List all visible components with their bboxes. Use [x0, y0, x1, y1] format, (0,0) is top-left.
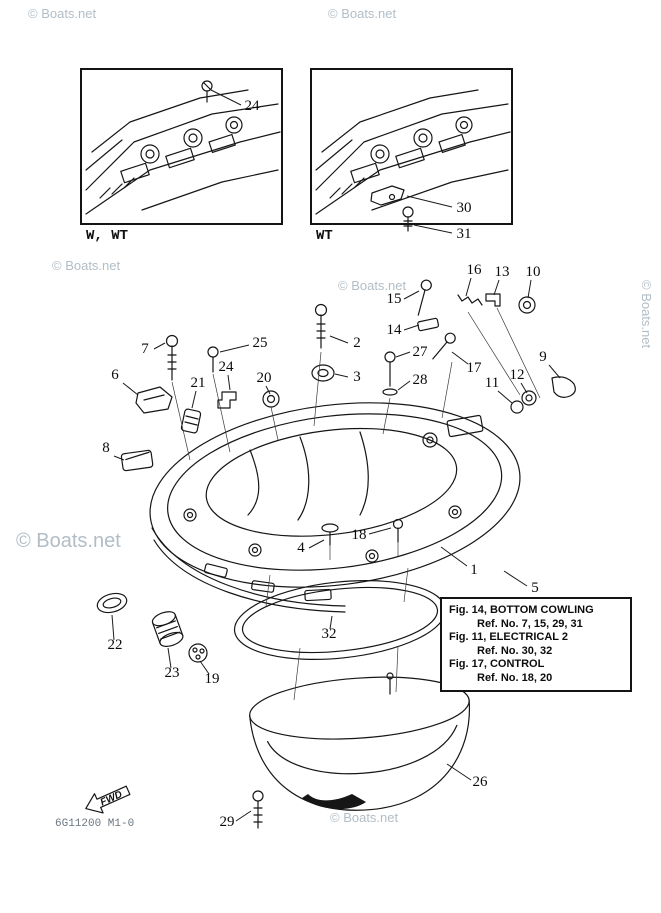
watermark: © Boats.net — [28, 6, 97, 21]
callout-12: 12 — [510, 367, 525, 383]
callout-16: 16 — [467, 262, 483, 278]
ref-line-fig17-refs: Ref. No. 18, 20 — [477, 671, 553, 684]
watermark: © Boats.net — [328, 6, 397, 21]
ref-line-fig14-refs: Ref. No. 7, 15, 29, 31 — [477, 617, 583, 630]
inset-box-w-wt — [80, 68, 283, 225]
leader-line-21 — [191, 390, 197, 409]
callout-29: 29 — [220, 814, 235, 830]
leader-line-5 — [503, 570, 528, 587]
ref-line-fig14: Fig. 14, BOTTOM COWLING — [449, 604, 594, 616]
inset-label-w-wt: W, WT — [86, 228, 129, 244]
callout-22: 22 — [108, 637, 123, 653]
callout-23: 23 — [165, 665, 180, 681]
callout-4: 4 — [297, 540, 305, 556]
leader-line-31 — [413, 224, 453, 234]
leader-line-23 — [167, 647, 172, 669]
watermark: © Boats.net — [52, 258, 121, 273]
figure-reference-box: Fig. 14, BOTTOM COWLING Ref. No. 7, 15, … — [440, 597, 632, 692]
main-art-group: FWD — [85, 279, 576, 829]
leader-line-4 — [308, 539, 325, 549]
ref-line-fig11: Fig. 11, ELECTRICAL 2 — [449, 631, 568, 643]
leader-line-10 — [527, 279, 532, 299]
leader-line-27 — [395, 351, 411, 358]
fwd-arrow: FWD — [85, 785, 131, 814]
inset-box-wt — [310, 68, 513, 225]
callout-3: 3 — [353, 369, 361, 385]
callout-14: 14 — [387, 322, 403, 338]
callout-27: 27 — [413, 344, 429, 360]
inset-label-wt: WT — [316, 228, 333, 244]
leader-line-19 — [199, 660, 210, 675]
callout-10: 10 — [526, 264, 541, 280]
watermark: © Boats.net — [330, 810, 399, 825]
callout-1: 1 — [470, 562, 478, 578]
callout-26: 26 — [473, 774, 489, 790]
leader-line-14 — [403, 324, 420, 331]
callout-24: 24 — [245, 98, 261, 114]
leader-line-24 — [227, 374, 231, 391]
callout-20: 20 — [257, 370, 272, 386]
leader-line-20 — [265, 385, 271, 395]
callout-5: 5 — [531, 580, 539, 596]
callout-9: 9 — [539, 349, 547, 365]
leader-line-17 — [451, 351, 469, 365]
leader-line-2 — [329, 335, 349, 344]
leader-line-28 — [397, 380, 411, 391]
leader-line-7 — [153, 342, 166, 350]
leader-line-3 — [334, 373, 349, 378]
callout-19: 19 — [205, 671, 220, 687]
ref-line-fig17: Fig. 17, CONTROL — [449, 658, 545, 670]
assembly-axis-lines — [171, 307, 541, 701]
fwd-label: FWD — [99, 789, 124, 808]
callout-31: 31 — [457, 226, 472, 242]
callout-13: 13 — [495, 264, 510, 280]
watermark: © Boats.net — [16, 530, 121, 552]
callout-17: 17 — [467, 360, 483, 376]
leader-line-12 — [520, 382, 528, 394]
leader-line-1 — [440, 546, 468, 567]
leader-line-25 — [219, 344, 250, 353]
leader-line-11 — [497, 390, 513, 404]
callout-11: 11 — [485, 375, 499, 391]
callout-6: 6 — [111, 367, 119, 383]
leader-line-24 — [210, 89, 242, 106]
leader-line-18 — [368, 527, 392, 535]
leader-line-26 — [446, 763, 472, 781]
callout-28: 28 — [413, 372, 428, 388]
leader-line-29 — [235, 810, 252, 822]
leader-line-30 — [406, 195, 453, 208]
callout-15: 15 — [387, 291, 402, 307]
callout-30: 30 — [457, 200, 472, 216]
leader-line-8 — [113, 455, 125, 461]
leader-line-16 — [465, 277, 472, 297]
watermark: © Boats.net — [338, 278, 407, 293]
callout-8: 8 — [102, 440, 110, 456]
callout-7: 7 — [141, 341, 149, 357]
callout-2: 2 — [353, 335, 361, 351]
callout-24: 24 — [219, 359, 235, 375]
leader-line-6 — [122, 382, 139, 396]
callout-21: 21 — [191, 375, 206, 391]
callout-25: 25 — [253, 335, 268, 351]
leader-line-22 — [111, 614, 115, 641]
callout-18: 18 — [352, 527, 367, 543]
leader-line-9 — [548, 364, 561, 379]
ref-line-fig11-refs: Ref. No. 30, 32 — [477, 644, 553, 657]
leader-line-13 — [493, 279, 500, 296]
leader-line-32 — [329, 615, 333, 630]
callout-32: 32 — [322, 626, 337, 642]
part-code: 6G11200 M1-0 — [55, 818, 135, 830]
leader-line-15 — [403, 290, 420, 300]
